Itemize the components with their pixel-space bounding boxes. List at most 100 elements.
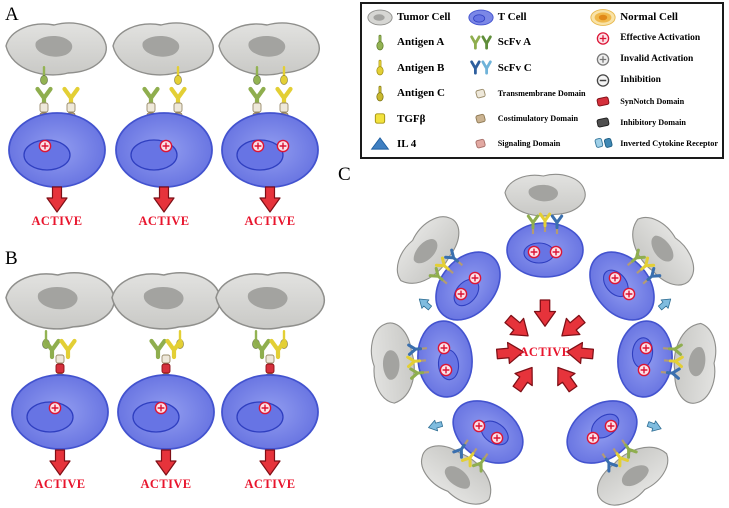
legend-item: SynNotch Domain [589, 92, 718, 112]
active-label: ACTIVE [34, 477, 86, 491]
legend-label: Transmembrane Domain [497, 88, 586, 98]
legend-label: ScFv C [497, 61, 532, 74]
activation-arrow [155, 449, 177, 476]
effective-activation-mark [639, 341, 653, 355]
effective-activation-mark [251, 139, 265, 153]
t-cell [221, 112, 319, 188]
activation-arrow [153, 186, 175, 213]
t-cell [221, 374, 319, 450]
legend-label: Inverted Cytokine Receptor [620, 139, 718, 149]
panel-a-diagram [5, 22, 321, 213]
legend-item: Tumor Cell [366, 7, 465, 27]
tumor-cell [368, 320, 418, 406]
panel-b-label: B [5, 248, 18, 269]
legend-item: Inhibitory Domain [589, 113, 718, 133]
legend-item: ScFv C [467, 58, 587, 78]
effective-activation-mark [154, 401, 168, 415]
effective-activation-mark [586, 431, 600, 445]
tumor-tcell-unit [5, 22, 108, 213]
tumor-cell [5, 22, 108, 76]
tumor-cell [218, 22, 321, 76]
legend-label: Antigen A [397, 36, 445, 49]
scfv-c-icon [467, 58, 495, 77]
t-cell [117, 374, 215, 450]
effective-activation-mark [549, 245, 563, 259]
effective-activation-mark [258, 401, 272, 415]
legend-label: SynNotch Domain [620, 97, 685, 107]
cytokine-arrow [645, 418, 664, 435]
normal-cell-icon [589, 8, 617, 27]
tumor-tcell-unit [112, 22, 215, 213]
effective-activation-mark [159, 139, 173, 153]
panel-c-label: C [338, 164, 351, 185]
synnotch-domain-icon [589, 92, 617, 111]
active-label: ACTIVE [31, 214, 83, 228]
il4-icon [366, 134, 394, 153]
legend-item: IL 4 [366, 134, 465, 154]
t-cell-icon [467, 8, 495, 27]
legend-label: Normal Cell [620, 11, 678, 23]
activation-arrow [533, 299, 557, 327]
scfv-a-receptor [256, 341, 269, 357]
legend-column-3: Normal Cell Effective Activation Invalid… [589, 7, 718, 154]
effective-activation-mark [527, 245, 541, 259]
tumor-cell-icon [366, 8, 394, 27]
legend-label: Signaling Domain [497, 139, 561, 149]
scfv-a-receptor [46, 341, 59, 357]
activation-arrow [507, 360, 542, 396]
activation-arrow [500, 310, 536, 345]
active-label: ACTIVE [244, 477, 296, 491]
legend-item: Signaling Domain [467, 134, 587, 154]
scfv-a-icon [467, 33, 495, 52]
tumor-cell [504, 173, 586, 217]
t-cell [413, 317, 477, 401]
tumor-cell [215, 272, 326, 330]
legend-column-2: T Cell ScFv A ScFv C Transmembrane Domai… [467, 7, 587, 154]
active-label: ACTIVE [244, 214, 296, 228]
tumor-cell [5, 272, 116, 330]
legend-item: Antigen A [366, 32, 465, 52]
panel-b-diagram [5, 272, 326, 476]
legend-item: ScFv A [467, 32, 587, 52]
t-cell [11, 374, 109, 450]
invalid-activation-icon [589, 50, 617, 69]
legend-label: Effective Activation [620, 33, 701, 44]
tgfb-icon [366, 109, 394, 128]
legend-label: ScFv A [497, 36, 532, 49]
legend-item: Transmembrane Domain [467, 83, 587, 103]
inhibition-icon [589, 71, 617, 90]
legend-item: Normal Cell [589, 7, 718, 27]
legend-label: Inhibitory Domain [620, 118, 686, 128]
legend-label: Tumor Cell [397, 11, 451, 23]
tumor-cell [111, 272, 222, 330]
tumor-tcell-unit [218, 22, 321, 213]
active-label: ACTIVE [138, 214, 190, 228]
effective-activation-mark [490, 431, 504, 445]
cytokine-arrow [426, 418, 444, 434]
legend-label: IL 4 [397, 137, 417, 150]
legend-item: T Cell [467, 7, 587, 27]
inverted-cytokine-receptor-icon [589, 134, 617, 153]
effective-activation-mark [276, 139, 290, 153]
antigen-b-icon [366, 58, 394, 77]
activation-arrow [554, 310, 590, 345]
legend-label: Costimulatory Domain [497, 114, 579, 124]
panel-c-diagram [368, 173, 720, 508]
legend-label: Antigen C [397, 87, 445, 100]
effective-activation-mark [48, 401, 62, 415]
activation-arrow [259, 449, 281, 476]
cytokine-arrow [415, 294, 434, 313]
tumor-tcell-unit [5, 272, 116, 476]
legend-column-1: Tumor Cell Antigen A Antigen B Antigen C… [366, 7, 465, 154]
effective-activation-mark [608, 271, 622, 285]
legend-item: Inhibition [589, 70, 718, 90]
tumor-tcell-unit [554, 206, 704, 345]
legend-label: Antigen B [397, 61, 445, 74]
tumor-tcell-unit [386, 206, 536, 345]
effective-activation-mark [38, 139, 52, 153]
antigen-c-icon [366, 84, 394, 103]
scfv-b-receptor [168, 341, 181, 357]
inhibitory-domain-icon [589, 113, 617, 132]
effective-activation-mark [622, 287, 636, 301]
